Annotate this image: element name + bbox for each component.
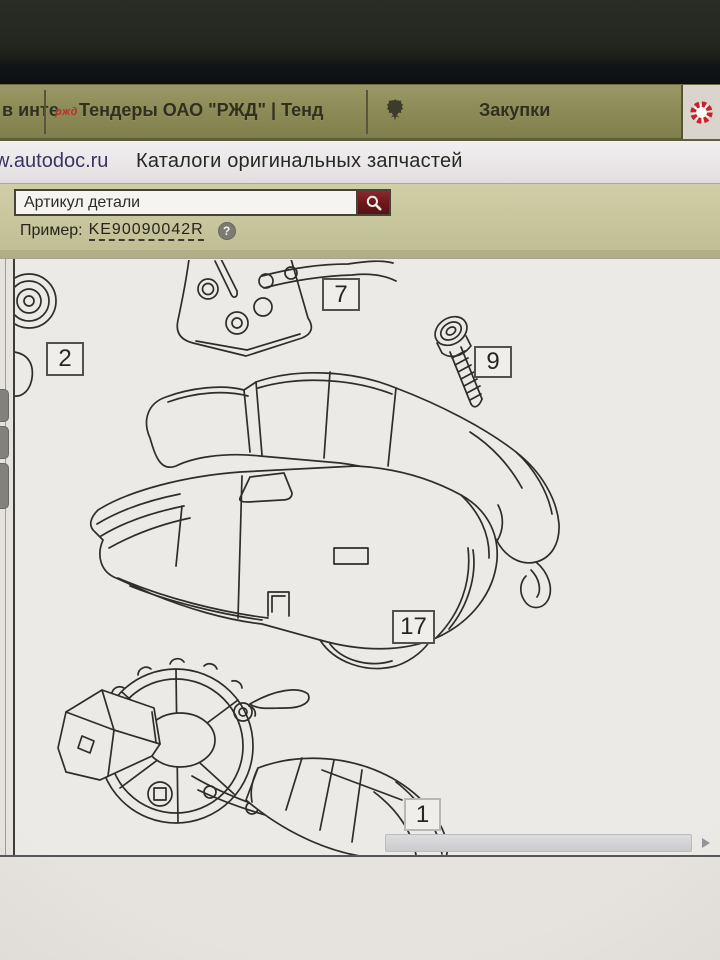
search-button[interactable] <box>358 189 391 216</box>
help-icon[interactable]: ? <box>217 222 236 240</box>
page-header: w.autodoc.ru Каталоги оригинальных запча… <box>0 141 720 184</box>
callout-17[interactable]: 17 <box>392 610 435 644</box>
diagram-left-border <box>13 259 15 856</box>
callout-9[interactable]: 9 <box>474 346 512 378</box>
part-number-input[interactable] <box>14 189 358 216</box>
red-segmented-ring-icon <box>690 100 713 124</box>
double-headed-eagle-icon <box>381 95 409 125</box>
callout-1[interactable]: 1 <box>404 798 441 831</box>
example-part-link[interactable]: KE90090042R <box>88 221 204 241</box>
bookmark-zakupki[interactable]: Закупки <box>479 100 551 120</box>
divider <box>0 258 720 259</box>
panel-edge-line <box>5 259 6 856</box>
monitor-bezel <box>0 0 720 84</box>
bookmarks-separator <box>44 90 46 134</box>
horizontal-scrollbar-thumb[interactable] <box>385 834 692 852</box>
diagram-bottom-border <box>0 855 720 857</box>
callout-7[interactable]: 7 <box>322 278 360 311</box>
example-label: Пример: <box>20 222 83 239</box>
side-tab[interactable] <box>0 426 9 459</box>
rzd-favicon: ржд <box>55 106 78 118</box>
bookmark-partial[interactable]: в инте <box>2 100 59 120</box>
site-url[interactable]: w.autodoc.ru <box>0 150 109 172</box>
callout-2[interactable]: 2 <box>46 342 84 376</box>
search-panel: Пример: KE90090042R ? <box>0 184 720 258</box>
diagram-viewport: 2 7 9 17 1 <box>0 258 720 960</box>
diagram-canvas <box>15 259 720 856</box>
side-tab[interactable] <box>0 463 9 509</box>
example-row: Пример: KE90090042R ? <box>20 221 236 241</box>
page-title: Каталоги оригинальных запчастей <box>136 150 463 172</box>
magnifier-icon <box>366 195 381 210</box>
side-tab[interactable] <box>0 389 9 422</box>
bookmarks-separator <box>366 90 368 134</box>
bookmarks-bar-right-strip <box>681 85 720 139</box>
bookmarks-bar: в инте ржд Тендеры ОАО "РЖД" | Тенд Заку… <box>0 84 720 141</box>
bookmark-rzd-tenders[interactable]: Тендеры ОАО "РЖД" | Тенд <box>79 100 324 120</box>
right-arrow-icon[interactable] <box>702 838 710 848</box>
